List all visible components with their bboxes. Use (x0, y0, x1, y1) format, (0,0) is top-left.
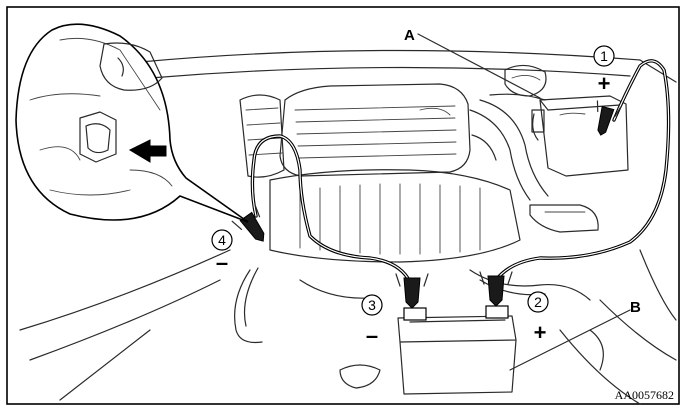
step-4-number: 4 (218, 232, 226, 248)
sign-plus-booster: + (534, 320, 547, 345)
step-1-number: 1 (600, 48, 608, 64)
label-b: B (630, 299, 641, 316)
sign-plus-vehicle: + (598, 71, 611, 96)
step-3-number: 3 (368, 297, 376, 313)
step-2-number: 2 (534, 294, 542, 310)
figure-code: AA0057682 (615, 388, 674, 402)
sign-minus-booster: – (366, 323, 378, 348)
label-a: A (404, 27, 415, 44)
sign-minus-ground: – (216, 250, 228, 275)
